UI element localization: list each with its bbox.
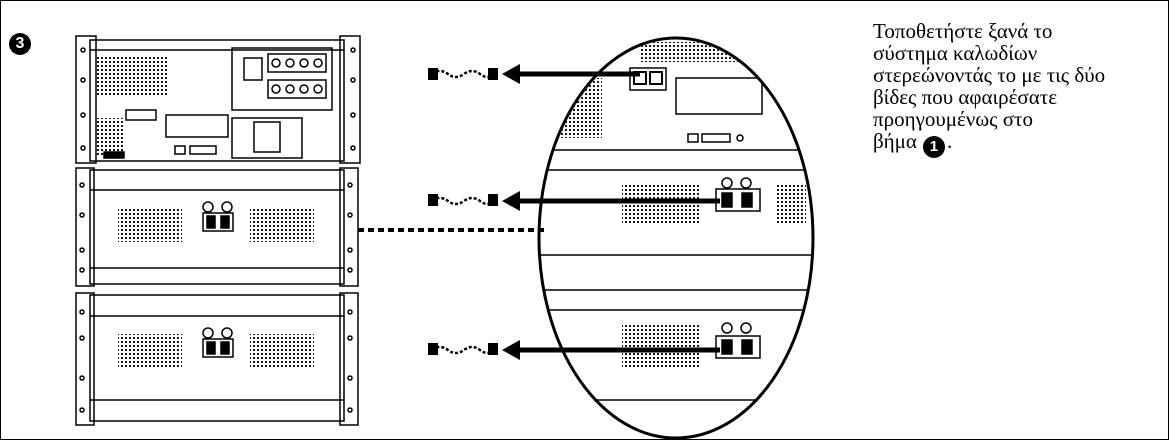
instruction-line-2: σύστημα καλωδίων xyxy=(873,41,1038,65)
instruction-line-3: στερεώνοντάς το με τις δύο xyxy=(873,63,1106,87)
instruction-line-6-suffix: . xyxy=(946,129,953,153)
cable-arrow-bottom xyxy=(428,340,720,360)
instruction-line-6-prefix: βήμα xyxy=(873,129,917,153)
instruction-line-5: προηγουμένως στο xyxy=(873,107,1033,131)
battery-module-2 xyxy=(75,292,359,426)
instruction-line-1: Τοποθετήστε ξανά το xyxy=(873,19,1053,43)
battery-module-1 xyxy=(75,167,359,287)
instruction-line-4: βίδες που αφαιρέσατε xyxy=(873,85,1058,109)
ups-unit-rear-panel xyxy=(75,35,361,164)
zoom-oval-outline xyxy=(537,36,815,440)
step-number-badge: 3 xyxy=(9,33,31,55)
zoom-detail xyxy=(540,42,812,401)
instruction-text: Τοποθετήστε ξανά το σύστημα καλωδίων στε… xyxy=(873,20,1165,158)
ups-rack-stack xyxy=(75,35,361,426)
cable-arrow-top xyxy=(428,64,640,84)
cable-arrow-middle xyxy=(428,191,720,211)
step-reference-badge: 1 xyxy=(922,136,945,158)
